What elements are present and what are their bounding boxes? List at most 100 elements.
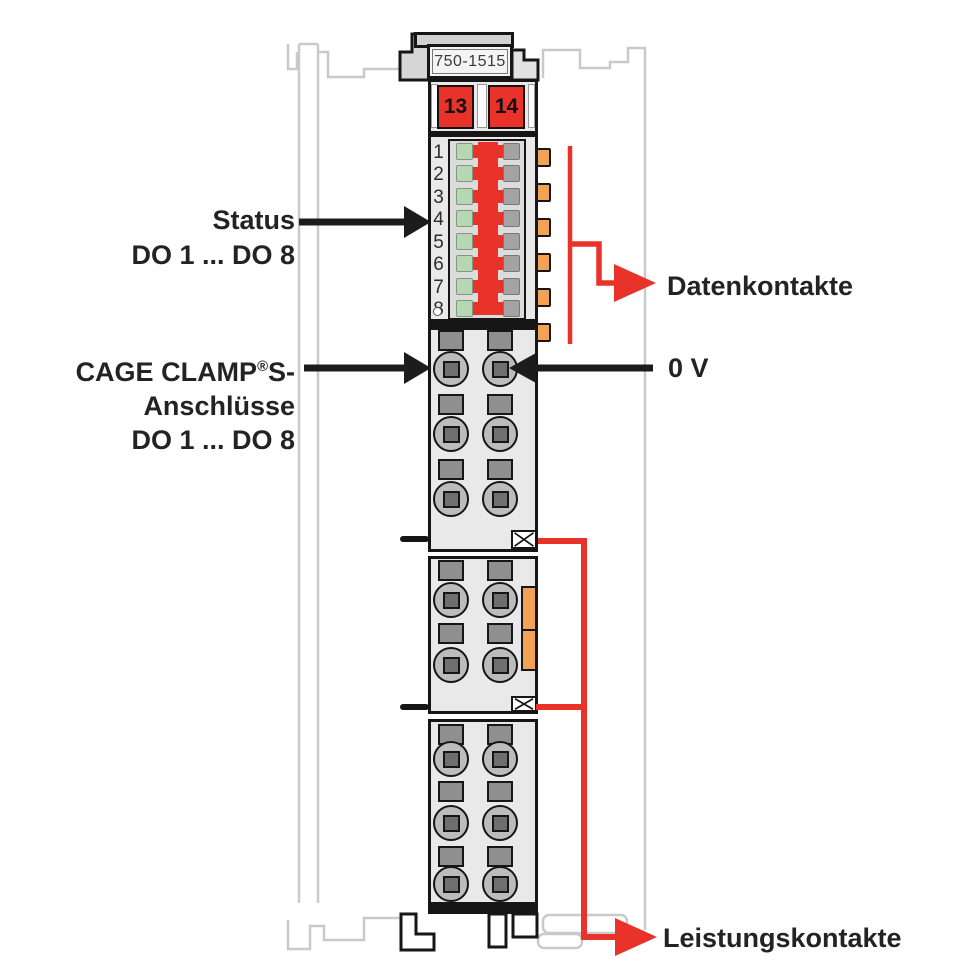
data-contact	[536, 253, 551, 272]
led-bus-arm	[473, 280, 503, 293]
led-green-indicator	[456, 165, 473, 182]
cage-clamp	[482, 866, 518, 902]
cage-clamp	[433, 481, 469, 517]
led-green-indicator	[456, 300, 473, 317]
cage-clamp-text: CAGE CLAMP	[75, 357, 258, 387]
data-contact	[536, 183, 551, 202]
led-gray-indicator	[503, 278, 520, 295]
clamp-screw	[491, 425, 509, 443]
led-number: 7	[433, 277, 444, 298]
bottom-rail-bar	[428, 905, 538, 914]
clamp-screw	[491, 656, 509, 674]
cage-clamp	[433, 866, 469, 902]
cage-clamp-label-line2: Anschlüsse	[143, 391, 295, 421]
cage-clamp-suffix: S-	[268, 357, 295, 387]
order-label-plate: 750-1515	[427, 44, 513, 79]
clamp-screw	[491, 814, 509, 832]
led-number: 4	[433, 209, 444, 230]
led-number: 6	[433, 254, 444, 275]
cage-clamp	[482, 416, 518, 452]
leistungskontakte-label: Leistungskontakte	[663, 923, 902, 953]
clamp-screw	[442, 814, 460, 832]
led-number: 2	[433, 164, 444, 185]
led-row: 3	[431, 187, 535, 208]
clamp-screw	[491, 360, 509, 378]
clamp-screw	[442, 490, 460, 508]
led-bus-arm	[473, 167, 503, 180]
neighbor-contact-outline-b	[536, 932, 584, 950]
led-gray-indicator	[503, 233, 520, 250]
cage-arrow-head	[404, 352, 431, 384]
wire-slot	[438, 623, 464, 644]
clamp-section-3	[428, 719, 538, 905]
led-bus-arm	[473, 302, 503, 315]
wire-slot	[487, 781, 513, 802]
leistung-arrow-head	[615, 918, 657, 956]
wire-slot	[487, 459, 513, 480]
status-label: Status DO 1 ... DO 8	[131, 203, 295, 273]
clamp-screw	[442, 875, 460, 893]
status-label-line1: Status	[212, 205, 295, 235]
wire-slot	[487, 560, 513, 581]
neighbor-outline-top-left	[286, 44, 299, 71]
neighbor-outline-left-step	[318, 50, 399, 79]
led-green-indicator	[456, 278, 473, 295]
cage-clamp	[482, 647, 518, 683]
cage-clamp	[433, 741, 469, 777]
marker-hole	[433, 307, 442, 316]
leistung-vertical	[581, 538, 616, 940]
led-row: 7	[431, 277, 535, 298]
power-contact	[521, 586, 537, 671]
led-row: 5	[431, 232, 535, 253]
cage-clamp	[433, 805, 469, 841]
led-green-indicator	[456, 255, 473, 272]
clamp-screw	[491, 490, 509, 508]
clamp-screw	[442, 750, 460, 768]
led-gray-indicator	[503, 165, 520, 182]
led-row: 2	[431, 164, 535, 185]
zero-v-arrow-head	[509, 353, 536, 383]
wire-slot	[487, 330, 513, 351]
clamp-screw	[442, 425, 460, 443]
status-arrow-head	[404, 206, 431, 238]
led-row: 4	[431, 209, 535, 230]
led-row: 6	[431, 254, 535, 275]
clamp-screw	[442, 360, 460, 378]
led-gray-indicator	[503, 210, 520, 227]
terminal-block: 13 14	[428, 79, 538, 134]
led-number: 1	[433, 142, 444, 163]
clamp-screw	[442, 656, 460, 674]
led-gray-indicator	[503, 255, 520, 272]
led-gray-indicator	[503, 143, 520, 160]
cage-clamp	[433, 416, 469, 452]
clamp-screw	[491, 750, 509, 768]
wire-slot	[438, 330, 464, 351]
led-bus-arm	[473, 145, 503, 158]
daten-arrow-head	[614, 264, 656, 302]
neighbor-outline-bottom-left	[286, 916, 400, 951]
led-number: 5	[433, 232, 444, 253]
order-number-text: 750-1515	[432, 49, 508, 74]
cage-clamp	[482, 741, 518, 777]
led-green-indicator	[456, 233, 473, 250]
led-gray-indicator	[503, 188, 520, 205]
clamp-section-1	[428, 327, 538, 552]
terminal-strip-middle	[477, 84, 487, 128]
neighbor-outline-right	[541, 46, 647, 930]
wire-slot	[438, 560, 464, 581]
daten-arrow-line	[570, 241, 616, 286]
release-tab	[400, 704, 429, 710]
clamp-screw	[491, 875, 509, 893]
wire-slot	[438, 781, 464, 802]
cage-clamp	[482, 481, 518, 517]
led-number: 3	[433, 187, 444, 208]
led-bus-arm	[473, 190, 503, 203]
cage-clamp-label-line1: CAGE CLAMP®S-	[76, 350, 295, 389]
black-arrows	[299, 206, 653, 384]
clamp-screw	[442, 591, 460, 609]
led-green-indicator	[456, 210, 473, 227]
release-tabs	[400, 536, 429, 710]
latch-icon	[511, 530, 537, 549]
section-separator	[428, 322, 538, 328]
cage-clamp	[433, 351, 469, 387]
